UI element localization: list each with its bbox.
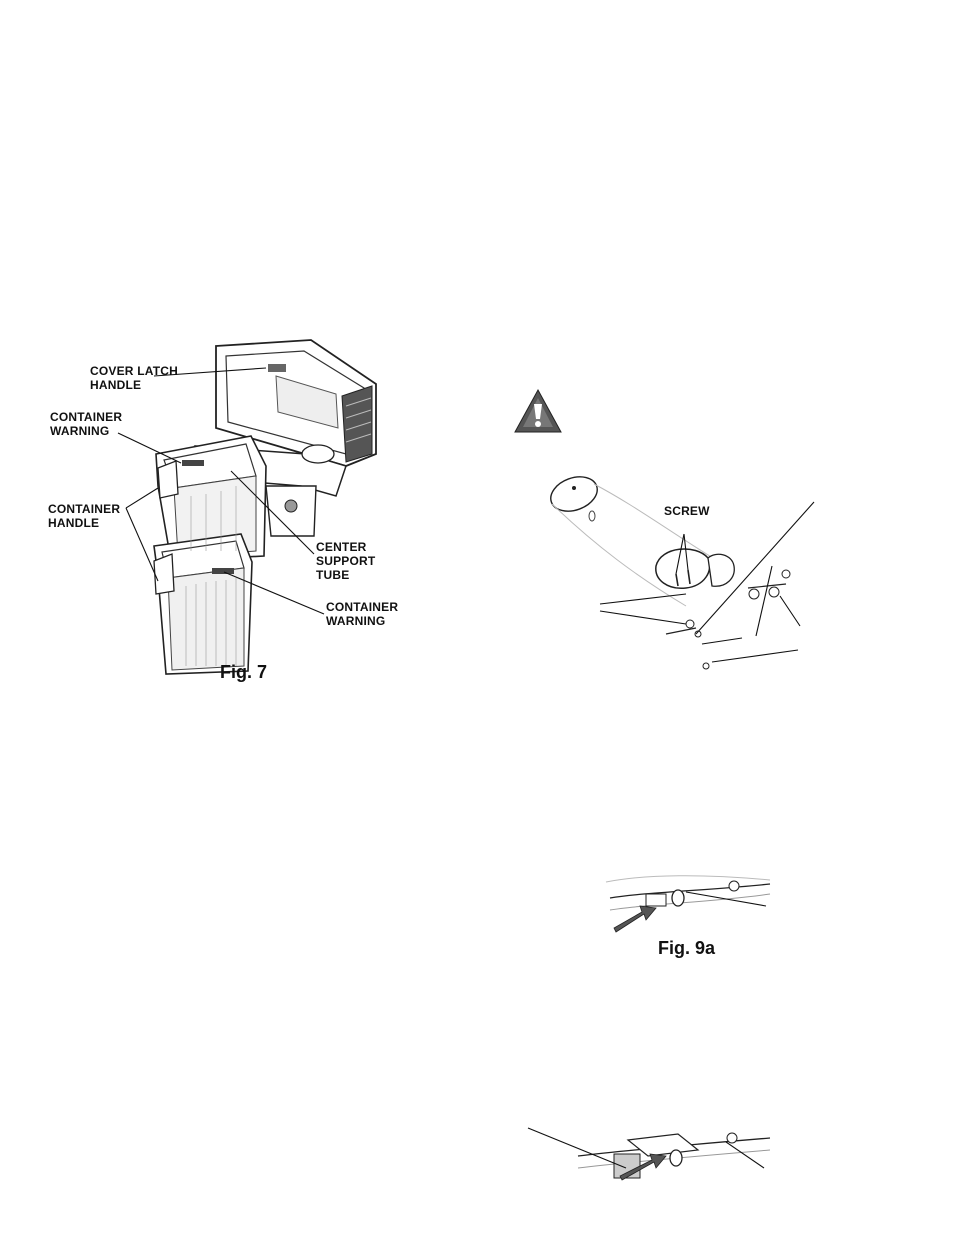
figure-9a-caption: Fig. 9a (658, 938, 715, 959)
label-line: HANDLE (90, 378, 178, 392)
figure-9a: Fig. 9a (606, 862, 770, 962)
warning-triangle-icon (514, 389, 562, 433)
label-line: COVER LATCH (90, 364, 178, 378)
figure-9b (528, 1120, 770, 1184)
label-center-support-tube: CENTER SUPPORT TUBE (316, 540, 375, 582)
label-line: SUPPORT (316, 554, 375, 568)
label-line: WARNING (326, 614, 398, 628)
label-container-warning-bottom: CONTAINER WARNING (326, 600, 398, 628)
label-cover-latch-handle: COVER LATCH HANDLE (90, 364, 178, 392)
label-screw: SCREW (664, 504, 710, 518)
fig9b-illustration (528, 1120, 770, 1184)
figure-7-caption: Fig. 7 (220, 662, 267, 683)
label-line: CONTAINER (50, 410, 122, 424)
label-line: CONTAINER (326, 600, 398, 614)
fig8-illustration (536, 466, 820, 662)
label-line: CONTAINER (48, 502, 120, 516)
figure-7: COVER LATCH HANDLE CONTAINER WARNING CON… (46, 336, 400, 682)
label-container-warning-top: CONTAINER WARNING (50, 410, 122, 438)
label-line: TUBE (316, 568, 375, 582)
label-line: WARNING (50, 424, 122, 438)
figure-8: SCREW (536, 466, 820, 662)
label-line: CENTER (316, 540, 375, 554)
label-container-handle: CONTAINER HANDLE (48, 502, 120, 530)
label-line: HANDLE (48, 516, 120, 530)
warning-triangle-icon (514, 389, 562, 433)
